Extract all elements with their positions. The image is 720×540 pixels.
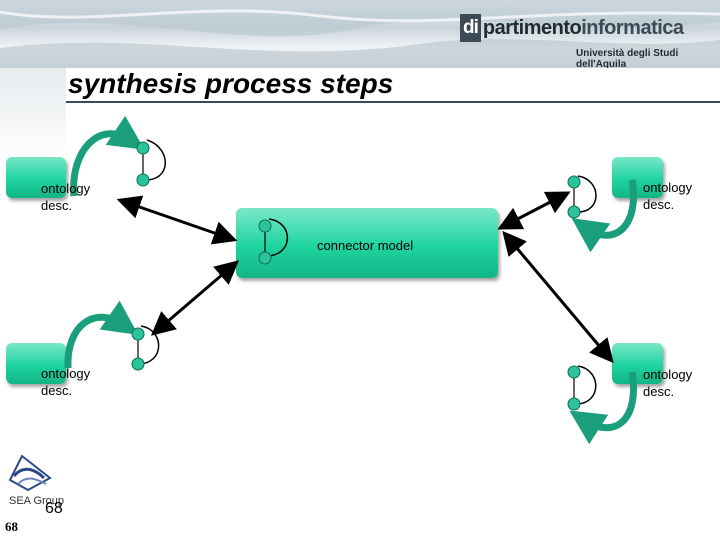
- ontology-box-top-right: [612, 157, 663, 198]
- curved-arrow-top-right: [571, 179, 637, 253]
- connector-model-box: [236, 208, 498, 278]
- page-number-large: 68: [45, 500, 63, 517]
- node-graph-center: [258, 218, 289, 265]
- left-decor-strip: [0, 0, 66, 540]
- logo-text-part1: partimento: [482, 16, 582, 39]
- ontology-label-top-right: ontology desc.: [643, 180, 693, 212]
- page-number-small: 68: [5, 519, 18, 534]
- link-arrow-bottom-right: [502, 230, 614, 364]
- link-arrow-top-left: [116, 195, 238, 245]
- node-graph-top-left: [136, 139, 166, 187]
- ontology-box-bottom-right: [612, 343, 663, 384]
- ontology-label-bottom-left: ontology desc.: [41, 366, 91, 398]
- curved-arrow-bottom-left: [64, 300, 139, 369]
- node-graph-bottom-left: [131, 325, 160, 371]
- sea-group-text: SEA Group: [9, 495, 65, 507]
- department-logo: di partimentoinformatica: [460, 13, 684, 43]
- header-banner: di partimentoinformatica Università degl…: [0, 0, 720, 68]
- link-arrow-top-right: [497, 191, 571, 230]
- connector-model-label: connector model: [317, 238, 414, 253]
- sea-group-logo: [8, 454, 52, 492]
- ontology-label-bottom-right: ontology desc.: [643, 367, 693, 399]
- water-wave-graphic: [0, 0, 720, 68]
- curved-arrow-top-left: [70, 115, 145, 197]
- logo-di-mark: di: [460, 14, 481, 42]
- node-graph-bottom-right: [567, 365, 597, 411]
- node-graph-top-right: [567, 175, 597, 219]
- ontology-box-top-left: [6, 157, 66, 198]
- title-rule: [66, 101, 720, 103]
- curved-arrow-bottom-right: [569, 371, 637, 445]
- ontology-box-bottom-left: [6, 343, 66, 384]
- link-arrow-bottom-left: [150, 260, 240, 336]
- ontology-label-top-left: ontology desc.: [41, 181, 91, 213]
- university-name: Università degli Studi dell'Aquila: [576, 48, 679, 68]
- logo-text-part2: informatica: [581, 16, 684, 39]
- slide-title: synthesis process steps: [68, 68, 394, 99]
